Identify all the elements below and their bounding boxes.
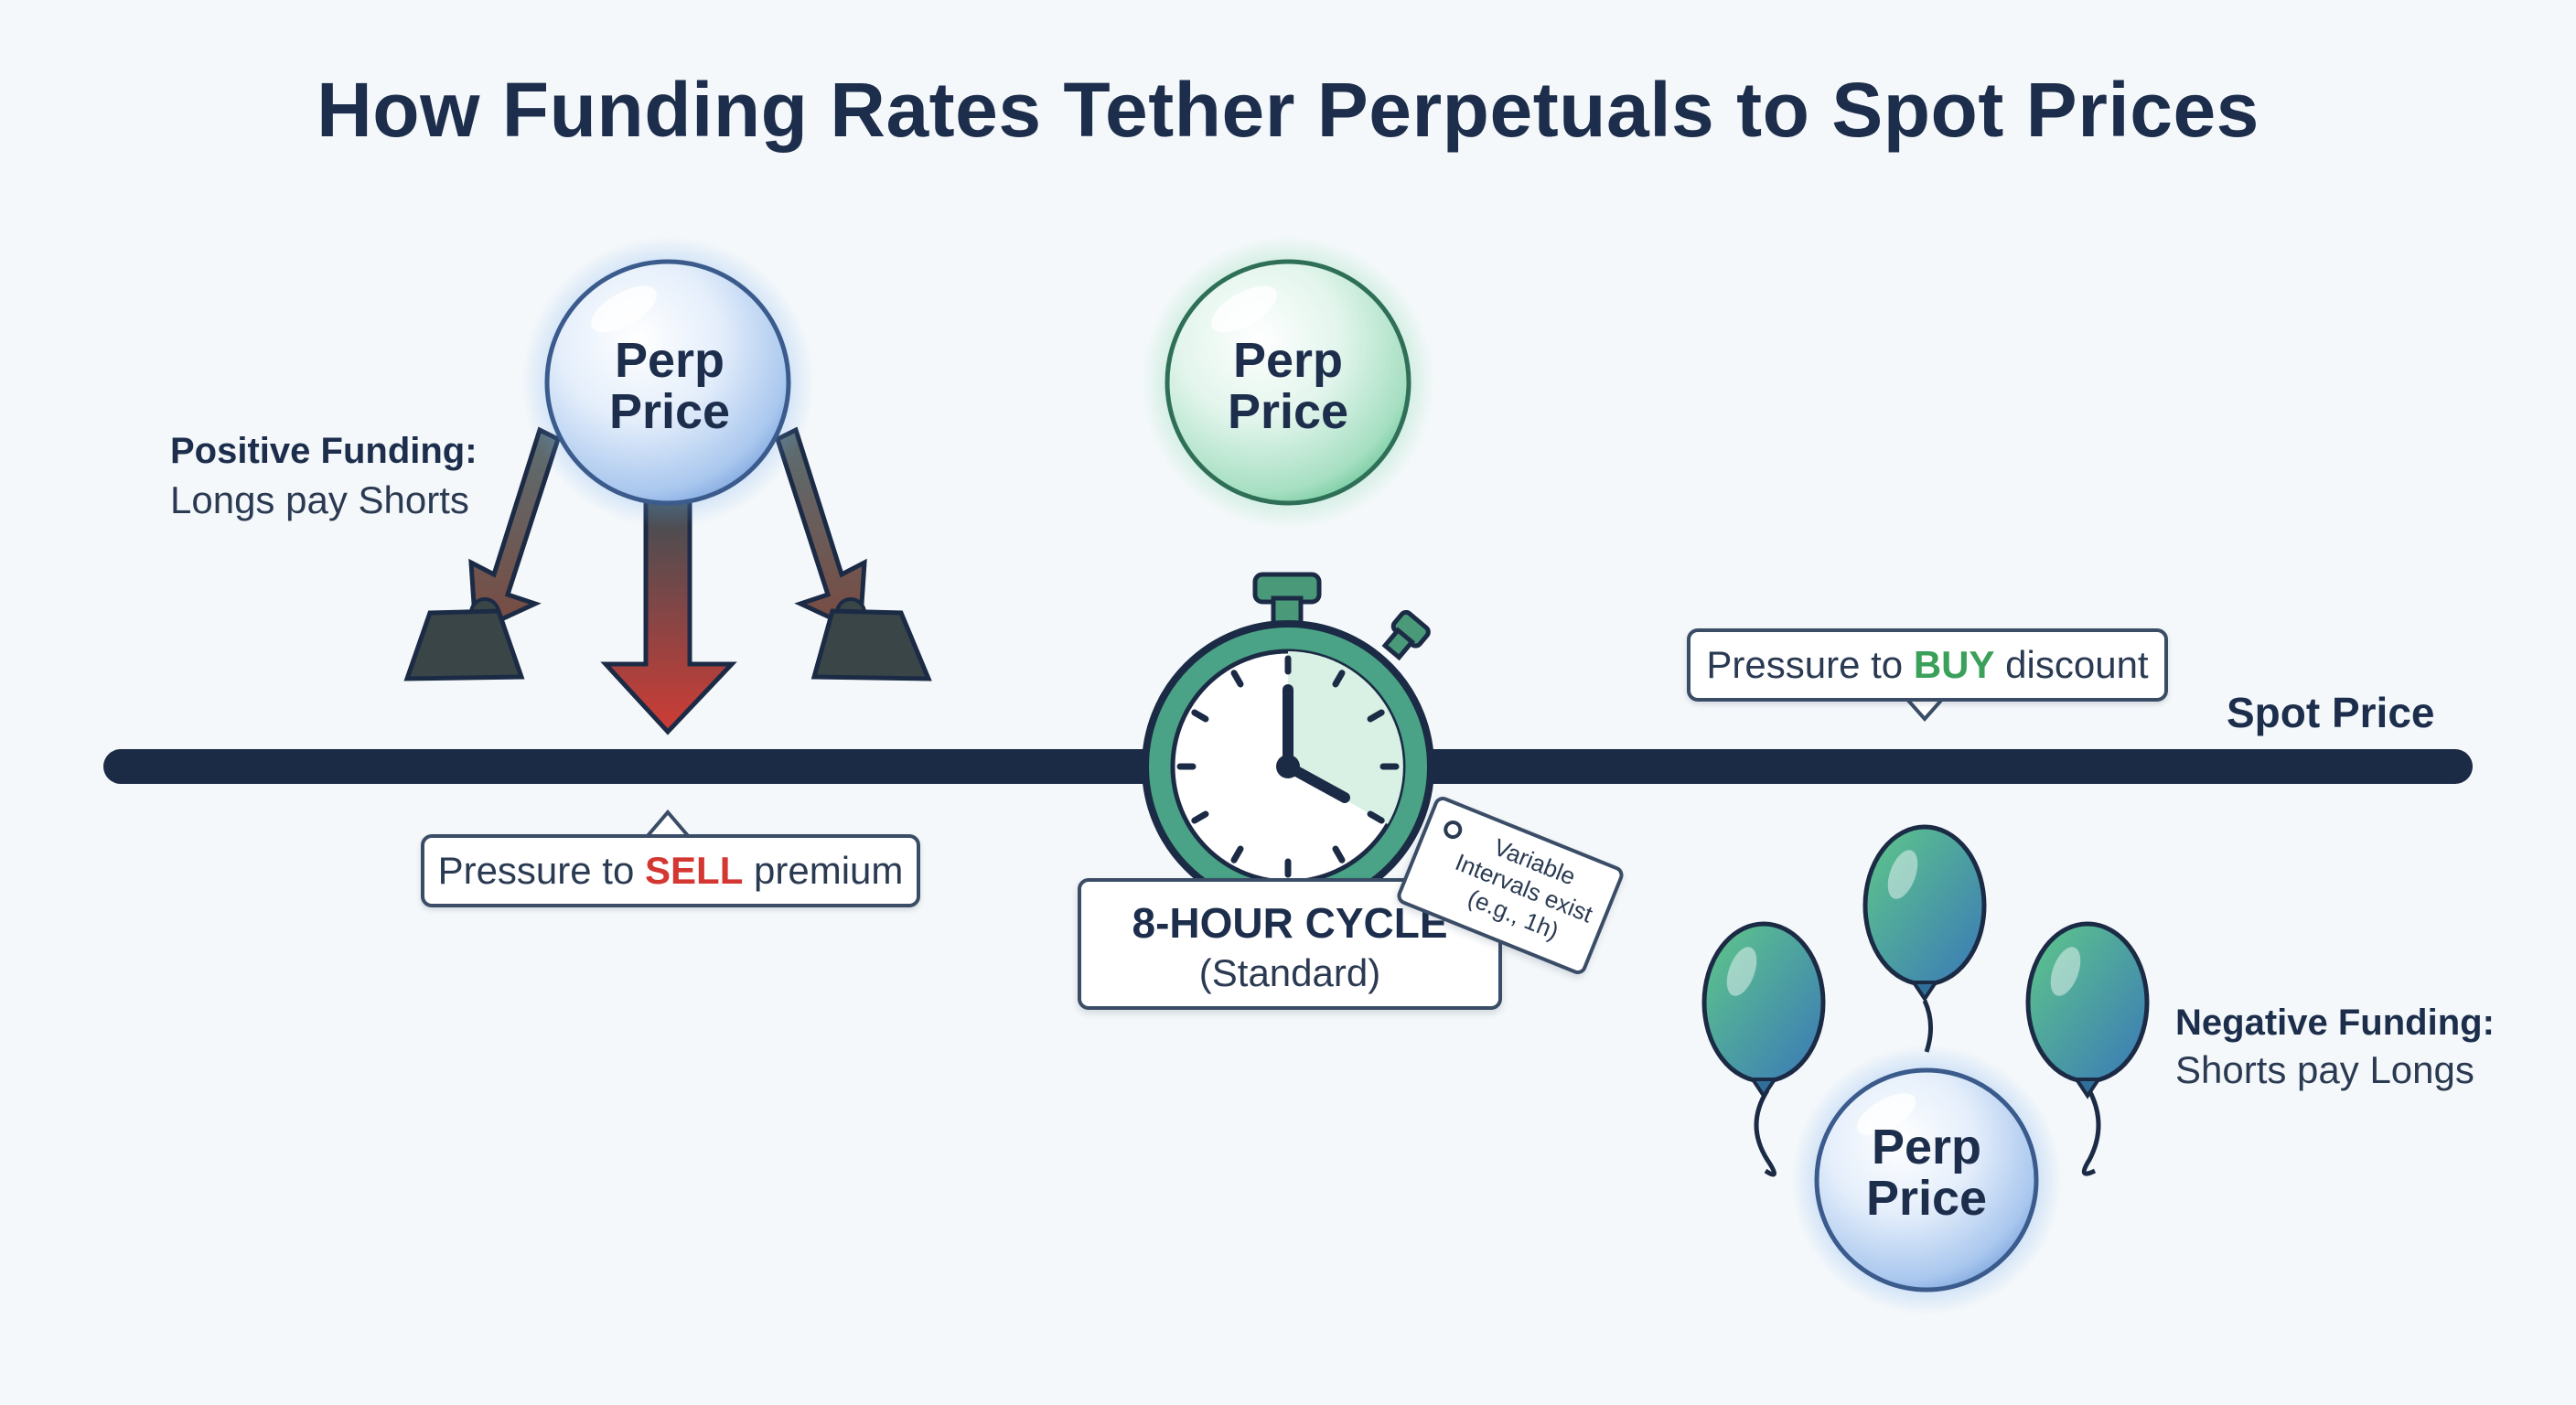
sell-pressure-callout: Pressure to SELL premium bbox=[421, 834, 920, 907]
perp-price-label-low: Perp Price bbox=[1808, 1121, 2045, 1224]
negative-funding-group bbox=[1701, 824, 2150, 1315]
perp-price-label-equilibrium: Perp Price bbox=[1169, 335, 1407, 437]
spot-price-label: Spot Price bbox=[2227, 689, 2435, 736]
perp-price-line1: Perp bbox=[614, 333, 725, 388]
buy-pressure-callout: Pressure to BUY discount bbox=[1687, 628, 2168, 702]
perp-price-line2: Price bbox=[1865, 1171, 1988, 1226]
positive-funding-label: Positive Funding: Longs pay Shorts bbox=[170, 426, 478, 525]
equilibrium-group bbox=[1142, 236, 1434, 529]
cycle-subtitle: (Standard) bbox=[1198, 951, 1381, 994]
perp-price-line2: Price bbox=[1227, 384, 1349, 439]
sell-callout-suffix: premium bbox=[743, 849, 904, 892]
sell-keyword: SELL bbox=[645, 849, 744, 892]
center-down-arrow bbox=[600, 499, 737, 735]
right-weight-arrow bbox=[774, 426, 932, 681]
stopwatch-tick bbox=[1230, 670, 1244, 688]
positive-funding-description: Longs pay Shorts bbox=[170, 478, 469, 521]
stopwatch-tick bbox=[1332, 670, 1346, 688]
cycle-title: 8-HOUR CYCLE bbox=[1132, 899, 1448, 947]
negative-funding-heading: Negative Funding: bbox=[2175, 1003, 2495, 1043]
buy-callout-suffix: discount bbox=[1994, 643, 2149, 686]
balloon-left bbox=[1701, 921, 1826, 1177]
buy-callout-prefix: Pressure to bbox=[1706, 643, 1914, 686]
stopwatch-tick bbox=[1332, 845, 1346, 863]
left-weight-arrow bbox=[403, 426, 562, 681]
perp-price-line1: Perp bbox=[1871, 1120, 1982, 1174]
perp-price-line1: Perp bbox=[1232, 333, 1344, 388]
stopwatch-tick bbox=[1191, 810, 1209, 824]
stopwatch-tick bbox=[1191, 709, 1209, 723]
stopwatch-tick bbox=[1367, 709, 1385, 723]
stopwatch-tick bbox=[1367, 810, 1385, 824]
stopwatch-icon bbox=[1142, 572, 1434, 913]
sell-callout-prefix: Pressure to bbox=[437, 849, 646, 892]
perp-price-label-high: Perp Price bbox=[551, 335, 789, 437]
stopwatch-tick bbox=[1230, 845, 1244, 863]
perp-price-line2: Price bbox=[608, 384, 731, 439]
negative-funding-description: Shorts pay Longs bbox=[2175, 1048, 2474, 1091]
negative-funding-label: Negative Funding: Shorts pay Longs bbox=[2175, 999, 2495, 1094]
positive-funding-heading: Positive Funding: bbox=[170, 431, 478, 471]
buy-keyword: BUY bbox=[1913, 643, 1995, 686]
page-title: How Funding Rates Tether Perpetuals to S… bbox=[317, 67, 2259, 153]
balloon-right bbox=[2025, 921, 2150, 1176]
balloon-center bbox=[1862, 824, 1987, 1053]
positive-funding-group bbox=[403, 236, 932, 735]
